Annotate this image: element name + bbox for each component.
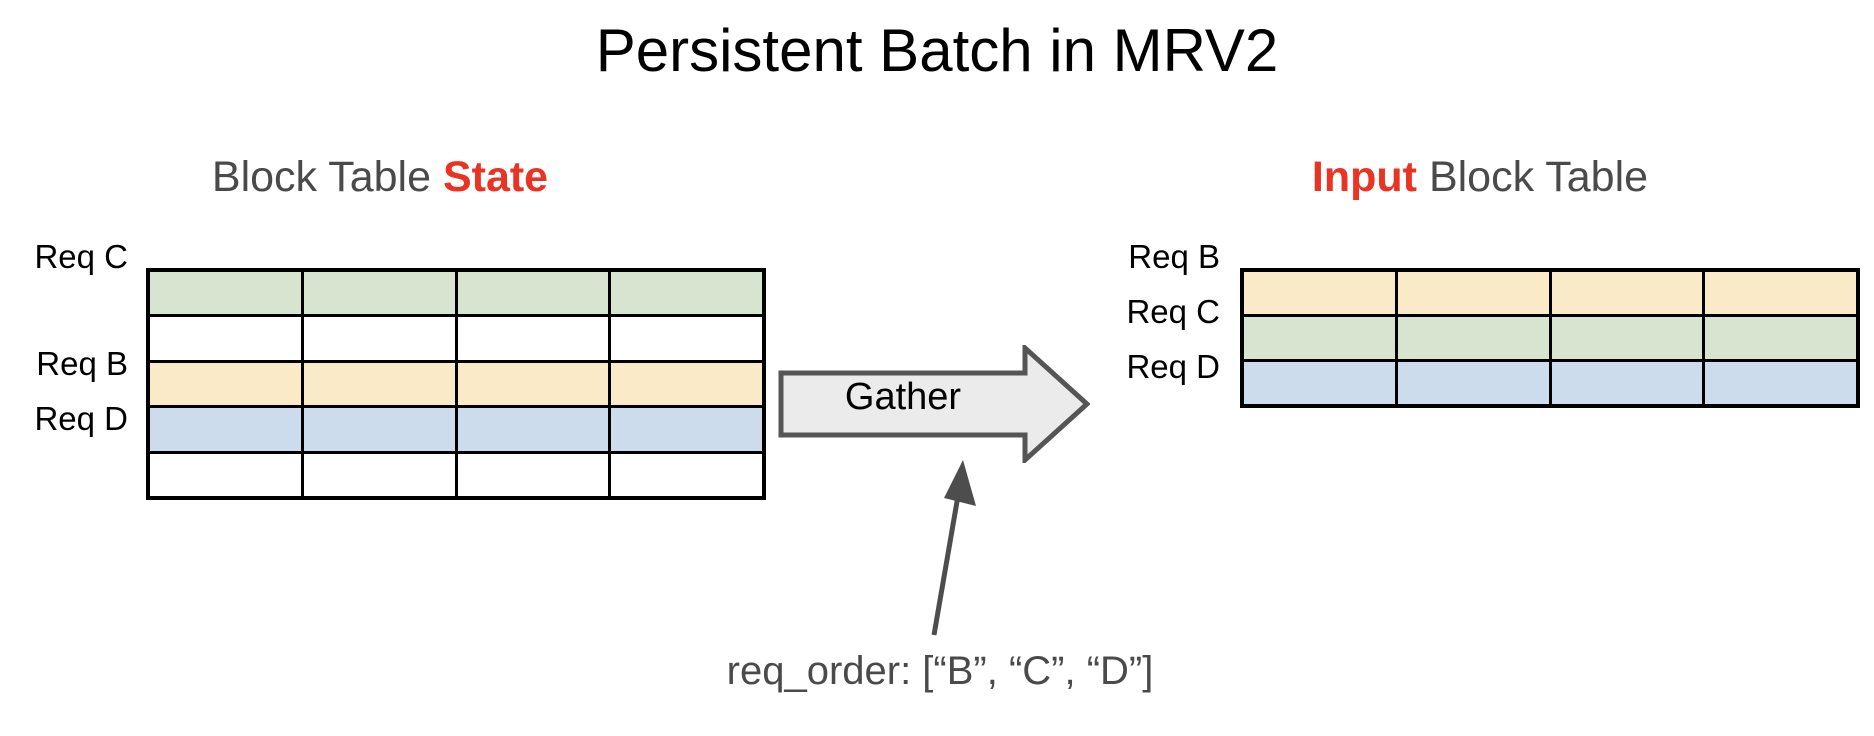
heading-right-suffix: Block Table: [1417, 153, 1649, 201]
table-cell: [1397, 272, 1549, 314]
block-table-state-heading: Block Table State: [0, 150, 760, 204]
block-table-state-grid: [146, 268, 766, 500]
table-cell: [457, 408, 609, 451]
heading-right-accent: Input: [1311, 153, 1417, 201]
table-cell: [1705, 272, 1856, 314]
table-cell: [150, 408, 301, 451]
table-cell: [1244, 272, 1395, 314]
table-cell: [611, 272, 762, 315]
table-cell: [303, 317, 455, 360]
table-cell: [150, 272, 301, 315]
table-cell: [303, 362, 455, 406]
state-row-label-req-b: Req B: [36, 345, 128, 382]
table-cell: [1244, 362, 1395, 404]
table-cell: [1551, 362, 1703, 404]
input-block-table-grid: [1240, 268, 1860, 408]
req-order-caption: req_order: [“B”, “C”, “D”]: [726, 649, 1154, 693]
heading-left-accent: State: [442, 153, 549, 201]
table-cell: [150, 453, 301, 496]
state-row-label-req-d: Req D: [34, 400, 128, 437]
table-cell: [611, 362, 762, 406]
table-cell: [611, 453, 762, 496]
table-cell: [303, 453, 455, 496]
table-cell: [1705, 362, 1856, 404]
gather-arrow-icon: [778, 345, 1090, 463]
input-row-label-req-b: Req B: [1128, 238, 1220, 275]
heading-left-prefix: Block Table: [211, 153, 443, 201]
table-cell: [457, 317, 609, 360]
table-cell: [611, 408, 762, 451]
table-cell: [150, 317, 301, 360]
state-row-label-req-c: Req C: [34, 238, 128, 275]
table-cell: [1244, 317, 1395, 359]
input-row-label-req-d: Req D: [1126, 348, 1220, 385]
table-cell: [457, 362, 609, 406]
table-cell: [1551, 272, 1703, 314]
table-cell: [1705, 317, 1856, 359]
page-title: Persistent Batch in MRV2: [595, 17, 1279, 84]
table-cell: [1397, 362, 1549, 404]
table-cell: [611, 317, 762, 360]
table-cell: [303, 272, 455, 315]
table-cell: [303, 408, 455, 451]
table-cell: [457, 272, 609, 315]
table-cell: [1551, 317, 1703, 359]
input-row-label-req-c: Req C: [1126, 293, 1220, 330]
input-block-table-heading: Input Block Table: [1100, 150, 1860, 204]
table-cell: [1397, 317, 1549, 359]
req-order-pointer-arrow-icon: [931, 460, 976, 636]
gather-label: Gather: [844, 376, 962, 418]
table-cell: [150, 362, 301, 406]
table-cell: [457, 453, 609, 496]
